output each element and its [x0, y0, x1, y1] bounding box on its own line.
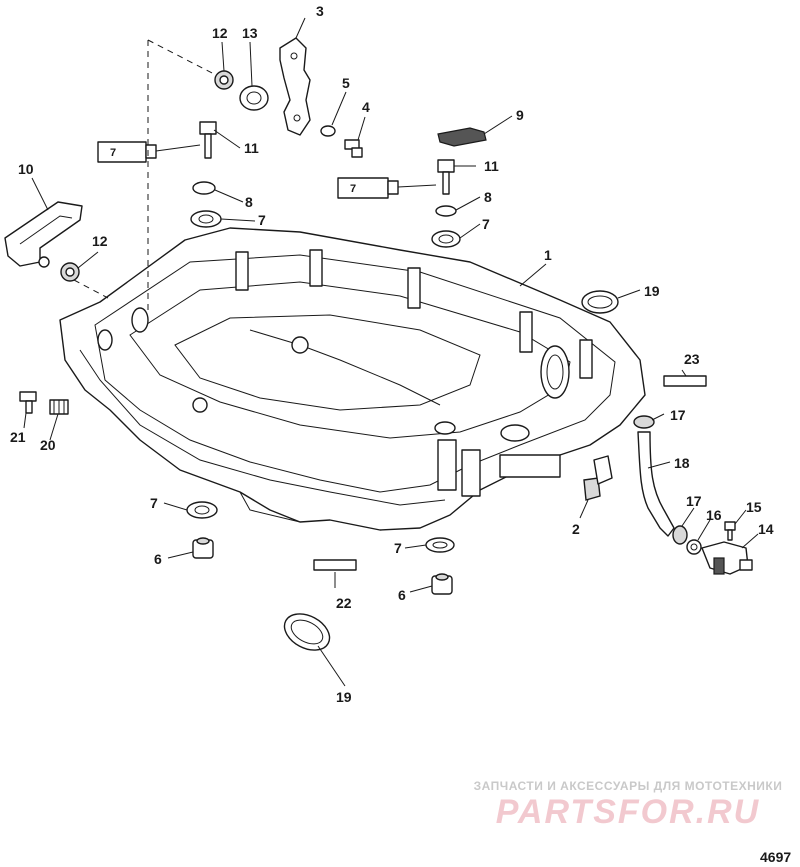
- washer-part: [320, 125, 336, 137]
- clip-part-upper: [214, 70, 234, 90]
- sealant-tube-left-label: 7: [110, 147, 116, 159]
- fuel-connector-part: [701, 541, 753, 575]
- pad-part: [437, 127, 487, 147]
- grommet-part-7-upper-left: [190, 210, 222, 228]
- callout-13: 13: [242, 25, 258, 41]
- callout-11-right: 11: [484, 158, 499, 174]
- fitting-part-16: [686, 539, 702, 555]
- callout-23: 23: [684, 351, 700, 367]
- clip-part-lower: [60, 262, 80, 282]
- handle-part: [4, 201, 83, 268]
- diagram-id: 4697: [760, 849, 792, 865]
- callout-7-lower-right: 7: [394, 540, 402, 556]
- callout-2: 2: [572, 521, 580, 537]
- callout-22: 22: [336, 595, 352, 611]
- grommet-part-7-upper-right: [431, 230, 461, 248]
- grommet-part-7-lower-left: [186, 501, 218, 519]
- callout-7-lower-left: 7: [150, 495, 158, 511]
- callout-8-right: 8: [484, 189, 492, 205]
- callout-6-right: 6: [398, 587, 406, 603]
- callout-14: 14: [758, 521, 774, 537]
- bolt-part-11-left: [199, 121, 217, 159]
- callout-12-lower: 12: [92, 233, 108, 249]
- callout-17-upper: 17: [670, 407, 686, 423]
- callout-19-lower: 19: [336, 689, 352, 705]
- foot-part-6-right: [431, 573, 453, 595]
- callout-10: 10: [18, 161, 34, 177]
- washer-part-8-left: [192, 181, 216, 195]
- sealant-tube-left: 7: [97, 141, 201, 163]
- grommet-part-right: [593, 455, 613, 485]
- callout-1: 1: [544, 247, 552, 263]
- fuel-hose-part: [637, 431, 675, 537]
- foot-part-6-left: [192, 537, 214, 559]
- bottom-cowl-housing: [59, 227, 646, 531]
- washer-part-8-right: [435, 205, 457, 217]
- seal-part-lower: [283, 613, 331, 651]
- fitting-part-21: [19, 391, 37, 414]
- bolt-part-4: [344, 139, 363, 158]
- bracket-part: [279, 37, 311, 136]
- hose-clip-part-17-lower: [672, 525, 688, 545]
- callout-labels: 3 12 13 5 4 9 11 11 8 8 7 7 10 12 1 19 2…: [10, 3, 774, 705]
- callout-16: 16: [706, 507, 722, 523]
- assembly-line-top: [147, 39, 215, 75]
- callout-18: 18: [674, 455, 690, 471]
- callout-6-left: 6: [154, 551, 162, 567]
- callout-7-upper-left: 7: [258, 212, 266, 228]
- callout-15: 15: [746, 499, 762, 515]
- fitting-part-20: [49, 399, 69, 415]
- seal-part-upper: [581, 290, 619, 314]
- clip-part-2: [583, 477, 601, 501]
- screw-part-15: [724, 521, 736, 541]
- grommet-part: [239, 85, 269, 111]
- callout-19-upper: 19: [644, 283, 660, 299]
- callout-7-upper-right: 7: [482, 216, 490, 232]
- label-blank-23: [663, 375, 707, 387]
- callout-11-left: 11: [244, 140, 259, 156]
- callout-21: 21: [10, 429, 26, 445]
- callout-9: 9: [516, 107, 524, 123]
- callout-17-lower: 17: [686, 493, 702, 509]
- sealant-tube-right: 7: [337, 177, 437, 199]
- callout-4: 4: [362, 99, 370, 115]
- watermark-tagline: ЗАПЧАСТИ И АКСЕССУАРЫ ДЛЯ МОТОТЕХНИКИ: [473, 779, 783, 793]
- callout-12-upper: 12: [212, 25, 228, 41]
- hose-clip-part-17-upper: [633, 415, 655, 429]
- callout-8-left: 8: [245, 194, 253, 210]
- callout-20: 20: [40, 437, 56, 453]
- sealant-tube-right-label: 7: [350, 183, 356, 195]
- bolt-part-11-right: [437, 159, 455, 195]
- assembly-line-handle: [73, 279, 109, 299]
- leader-lines: [23, 17, 759, 687]
- grommet-part-7-lower-right: [425, 537, 455, 553]
- watermark-logo: PARTSFOR.RU: [495, 793, 761, 831]
- callout-3: 3: [316, 3, 324, 19]
- callout-5: 5: [342, 75, 350, 91]
- label-blank-22: [313, 559, 357, 571]
